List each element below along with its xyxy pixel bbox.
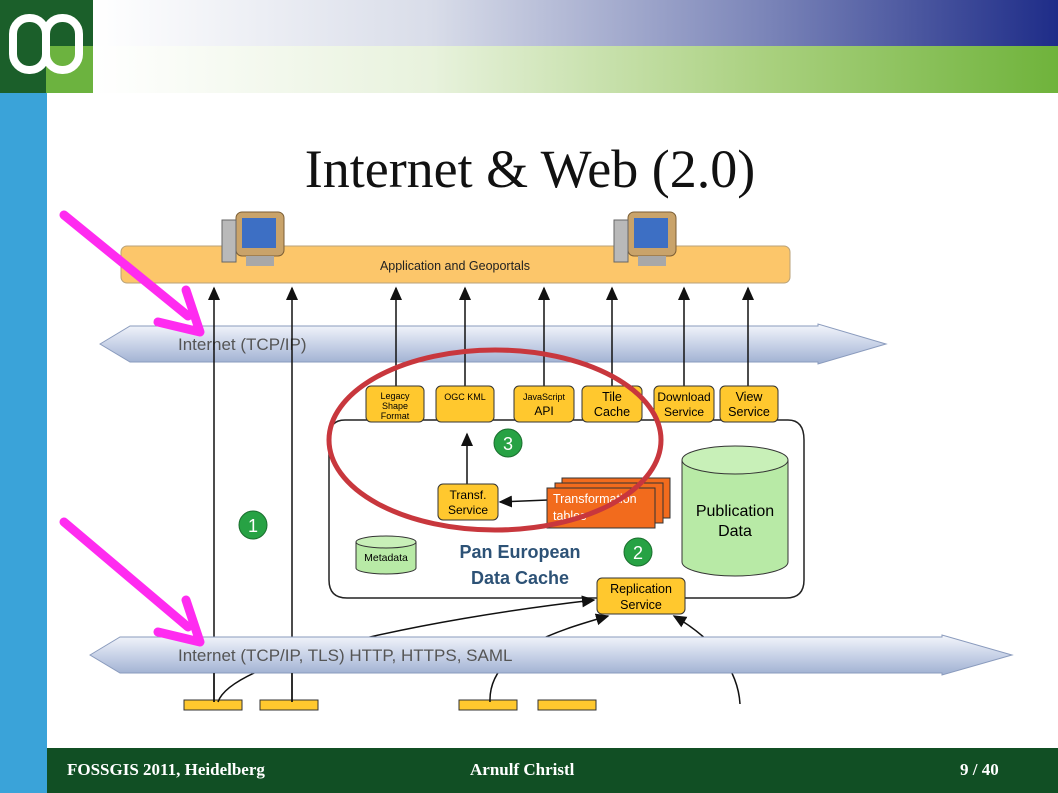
badge-2: 2 <box>623 537 653 567</box>
svg-text:Service: Service <box>448 503 488 517</box>
header-band-green <box>93 46 1058 93</box>
svg-text:3: 3 <box>503 434 513 454</box>
svg-text:OGC KML: OGC KML <box>444 392 486 402</box>
transf-service: Transf. Service <box>437 483 499 521</box>
internet-bottom-label: Internet (TCP/IP, TLS) HTTP, HTTPS, SAML <box>178 646 512 665</box>
service-view: View Service <box>719 385 779 423</box>
internet-top-label: Internet (TCP/IP) <box>178 335 306 354</box>
svg-text:Shape: Shape <box>382 401 408 411</box>
svg-text:Service: Service <box>664 405 704 419</box>
header-band-blue <box>93 0 1058 46</box>
left-accent-bar <box>0 0 47 793</box>
badge-3: 3 <box>493 428 523 458</box>
svg-text:Download: Download <box>657 390 710 404</box>
architecture-diagram: Application and Geoportals Internet (TCP… <box>59 210 1014 711</box>
service-download: Download Service <box>653 385 715 423</box>
footer-page-number: 9 / 40 <box>960 760 999 779</box>
replication-service: Replication Service <box>596 577 686 615</box>
metadata-cylinder: Metadata <box>355 535 417 575</box>
pointer-arrow-icon <box>59 210 205 337</box>
svg-text:Tile: Tile <box>602 390 622 404</box>
cache-label-line2: Data Cache <box>471 568 569 588</box>
svg-text:Service: Service <box>620 598 662 612</box>
footer-event: FOSSGIS 2011, Heidelberg <box>67 760 265 779</box>
computer-icon <box>221 211 285 266</box>
osgeo-logo <box>0 0 93 93</box>
service-tile-cache: Tile Cache <box>581 385 643 423</box>
svg-text:Data: Data <box>718 523 752 540</box>
cache-label-line1: Pan European <box>459 542 580 562</box>
publication-data-cylinder: Publication Data <box>681 445 789 577</box>
svg-text:Metadata: Metadata <box>364 552 408 564</box>
svg-text:Replication: Replication <box>610 582 672 596</box>
service-legacy-shape-format: Legacy Shape Format <box>365 385 425 423</box>
internet-bottom-pipe <box>89 634 1014 676</box>
svg-text:1: 1 <box>248 516 258 536</box>
pointer-arrow-icon <box>59 517 205 647</box>
svg-text:Legacy: Legacy <box>380 391 410 401</box>
service-javascript-api: JavaScript API <box>513 385 575 423</box>
portal-label: Application and Geoportals <box>380 259 530 273</box>
footer-author: Arnulf Christl <box>470 760 575 779</box>
slide-title: Internet & Web (2.0) <box>304 139 756 199</box>
highlight-ellipse <box>326 347 664 533</box>
bottom-clients <box>183 699 597 711</box>
svg-text:Format: Format <box>381 411 410 421</box>
service-ogc-kml: OGC KML <box>435 385 495 423</box>
svg-text:API: API <box>534 404 553 418</box>
svg-text:Transf.: Transf. <box>450 488 487 502</box>
computer-icon <box>613 211 677 266</box>
svg-text:2: 2 <box>633 543 643 563</box>
svg-text:Publication: Publication <box>696 503 774 520</box>
svg-text:Service: Service <box>728 405 770 419</box>
badge-1: 1 <box>238 510 268 540</box>
svg-text:View: View <box>736 390 764 404</box>
svg-text:Cache: Cache <box>594 405 630 419</box>
slide-footer: FOSSGIS 2011, Heidelberg Arnulf Christl … <box>47 748 1058 793</box>
svg-text:JavaScript: JavaScript <box>523 392 566 402</box>
internet-top-pipe <box>99 323 888 365</box>
